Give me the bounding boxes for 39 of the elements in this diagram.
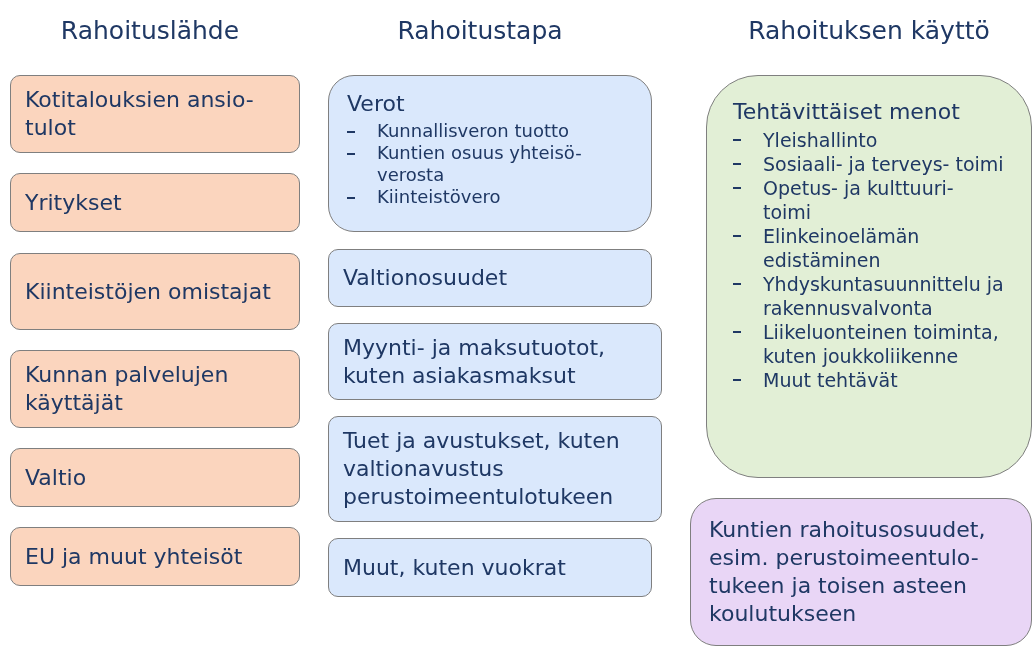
box-text: Valtio <box>25 463 88 492</box>
list-item: Sosiaali- ja terveys- toimi <box>763 152 1004 176</box>
text-box <box>328 249 652 307</box>
list-item: Yleishallinto <box>763 128 878 152</box>
box-text: EU ja muut yhteisöt <box>25 542 244 571</box>
box-text: Kunnan palvelujen käyttäjät <box>25 361 230 417</box>
column-heading: Rahoituksen käyttö <box>747 16 991 46</box>
text-box <box>328 538 652 597</box>
box-text: Kuntien rahoitusosuudet, esim. perustoimeentulo- tukeen ja toisen asteen koulutukseen <box>709 516 987 628</box>
text-box <box>10 253 300 330</box>
box-text: Muut, kuten vuokrat <box>343 553 567 582</box>
text-box <box>328 75 652 232</box>
text-box <box>10 350 300 428</box>
text-box <box>328 416 662 522</box>
list-item: Liikeluonteinen toiminta, kuten joukkoliikenne <box>763 320 1000 368</box>
box-text: Yritykset <box>25 188 123 217</box>
box-heading: Tehtävittäiset menot <box>733 98 961 126</box>
list-item: Elinkeinoelämän edistäminen <box>763 224 921 272</box>
box-text: Valtionosuudet <box>343 264 508 292</box>
text-box <box>10 448 300 507</box>
text-box <box>10 527 300 586</box>
box-text: Kotitalouksien ansio- tulot <box>25 86 255 142</box>
list-item: Yhdyskuntasuunnittelu ja rakennusvalvonta <box>763 272 1005 320</box>
list-item: Kunnallisveron tuotto <box>377 120 570 142</box>
text-box <box>10 75 300 153</box>
box-heading: Verot <box>347 90 406 118</box>
box-text: Myynti- ja maksutuotot, kuten asiakasmaksut <box>343 333 606 390</box>
column-heading: Rahoitustapa <box>396 16 564 46</box>
text-box <box>10 173 300 232</box>
text-box <box>328 323 662 400</box>
text-box <box>690 498 1032 646</box>
box-text: Kiinteistöjen omistajat <box>25 277 272 306</box>
text-box <box>706 75 1032 478</box>
list-item: Opetus- ja kulttuuri- toimi <box>763 176 955 224</box>
column-heading: Rahoituslähde <box>59 16 241 46</box>
list-item: Muut tehtävät <box>763 368 898 392</box>
list-item: Kiinteistövero <box>377 186 501 208</box>
box-text: Tuet ja avustukset, kuten valtionavustus perustoimeentulotukeen <box>343 427 621 511</box>
list-item: Kuntien osuus yhteisö- verosta <box>377 142 583 186</box>
